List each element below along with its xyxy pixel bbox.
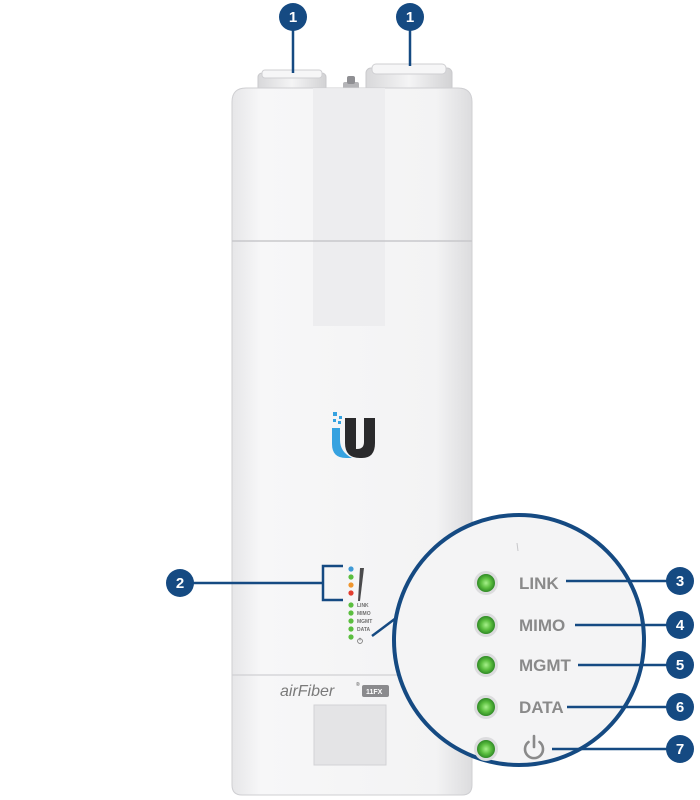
led-row-mgmt: MGMT [474,653,572,677]
led-label-mgmt: MGMT [519,656,572,675]
ubiquiti-u-logo-icon [332,412,375,458]
small-status-leds: LINK MIMO MGMT DATA [348,602,372,644]
callout-number: 3 [676,573,684,590]
callout-1-right: 1 [396,3,424,66]
callout-number: 2 [176,575,184,592]
callout-7: 7 [552,735,694,763]
led-label-data: DATA [519,698,564,717]
power-icon [523,734,545,760]
callout-number: 6 [676,699,684,716]
led-row-mimo: MIMO [474,613,565,637]
led-row-data: DATA [474,695,564,719]
brand-name: airFiber [280,683,335,700]
model-badge [362,685,389,697]
led-row-power [474,734,545,761]
brand-lockup: airFiber ® 11FX [280,681,389,700]
callout-6: 6 [567,693,694,721]
callout-number: 1 [289,9,297,26]
callout-1-left: 1 [279,3,307,73]
small-led-label-mgmt: MGMT [357,619,372,625]
callout-2-bracket: 2 [166,564,343,602]
callout-number: 5 [676,657,684,674]
led-magnifier [392,513,646,767]
small-led-label-mimo: MIMO [357,611,371,617]
callout-3: 3 [566,567,694,595]
small-signal-leds [348,566,364,601]
callout-number: 1 [406,9,414,26]
callout-number: 7 [676,741,684,758]
led-label-link: LINK [519,574,559,593]
led-label-mimo: MIMO [519,616,565,635]
callout-5: 5 [578,651,694,679]
small-led-label-data: DATA [357,627,371,633]
model-badge-text: 11FX [366,689,383,696]
callout-number: 4 [676,617,685,634]
small-power-icon [357,637,363,644]
brand-mark: ® [356,681,360,688]
callout-4: 4 [575,611,694,639]
led-row-link: LINK [474,571,559,595]
small-led-label-link: LINK [357,603,369,609]
